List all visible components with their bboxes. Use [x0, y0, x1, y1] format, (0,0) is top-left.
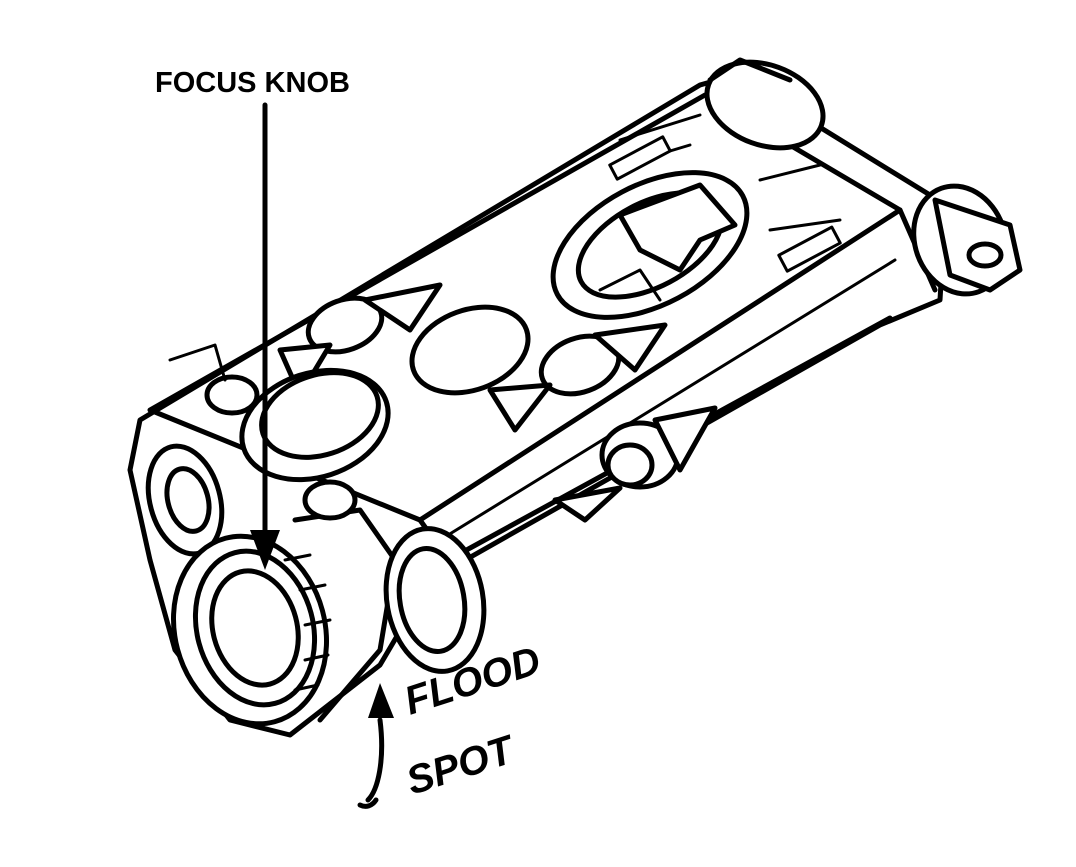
top-controls	[168, 282, 668, 483]
focus-knob	[170, 507, 398, 727]
rear-mount	[704, 57, 1023, 297]
side-buttons	[552, 405, 718, 523]
focus-knob-label: FOCUS KNOB	[155, 67, 350, 99]
rotation-arrow	[357, 683, 394, 809]
spot-label: SPOT	[401, 727, 522, 804]
mode-selector-switch	[550, 113, 842, 320]
focus-knob-leader	[250, 102, 280, 570]
aiming-lens	[302, 479, 487, 674]
